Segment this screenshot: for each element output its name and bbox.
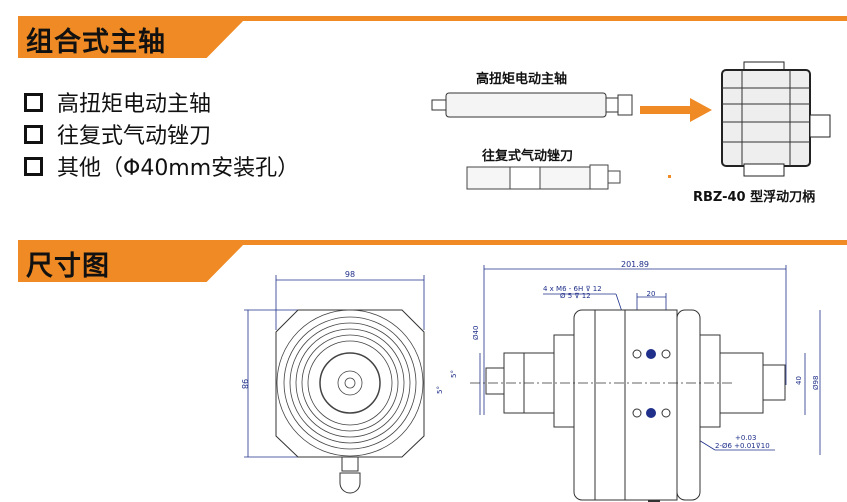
- arrow-right-icon: [640, 98, 712, 122]
- width-dimension: 98: [345, 270, 355, 279]
- feature-list: 高扭矩电动主轴 往复式气动锉刀 其他（Φ40mm安装孔）: [24, 86, 299, 182]
- diameter-98-dimension: Ø98: [812, 376, 820, 390]
- air-file-image: [466, 164, 621, 190]
- spacing-dimension: 20: [647, 290, 656, 298]
- pin-callout: 2-Ø6 +0.01⊽10: [715, 442, 770, 450]
- height-dimension: 98: [240, 379, 249, 389]
- angle-dimension: 5°: [450, 370, 458, 378]
- pin-hole-marker: [646, 408, 656, 418]
- hole-callout: Ø 5 ⊽ 12: [560, 292, 591, 300]
- file-label: 往复式气动锉刀: [482, 149, 574, 164]
- list-item-text: 其他（Φ40mm安装孔）: [57, 156, 300, 181]
- header-rule: [18, 240, 847, 245]
- checkbox-square-icon: [24, 92, 43, 112]
- section-title: 尺寸图: [26, 251, 110, 282]
- checkbox-square-icon: [24, 156, 43, 176]
- side-view-drawing: 201.89 4 x M6 - 6H ⊽ 12 Ø 5 ⊽ 12 20 Ø40 …: [470, 260, 821, 502]
- list-item-text: 往复式气动锉刀: [57, 124, 212, 149]
- header-tab: [18, 240, 248, 282]
- header-rule: [18, 16, 847, 21]
- pin-hole-marker: [646, 349, 656, 359]
- thread-callout: 4 x M6 - 6H ⊽ 12: [543, 285, 602, 293]
- spindle-label: 高扭矩电动主轴: [476, 72, 568, 87]
- overall-length-dimension: 201.89: [621, 260, 649, 269]
- diameter-40-dimension: Ø40: [472, 326, 480, 340]
- list-item-text: 高扭矩电动主轴: [57, 92, 212, 117]
- list-item: 高扭矩电动主轴: [24, 86, 299, 118]
- tolerance-callout: +0.03: [735, 434, 756, 442]
- list-item: 往复式气动锉刀: [24, 118, 299, 150]
- height-40-dimension: 40: [795, 376, 803, 385]
- header-tab: [18, 16, 248, 58]
- section-header-dimensions: 尺寸图: [18, 240, 847, 282]
- accent-dot: [668, 175, 671, 178]
- front-view-drawing: 98 98 5° 5°: [240, 270, 458, 494]
- angle-dimension: 5°: [436, 386, 444, 394]
- section-header-combined-spindle: 组合式主轴: [18, 16, 847, 58]
- holder-label: RBZ-40 型浮动刀柄: [693, 190, 816, 205]
- section-title: 组合式主轴: [26, 27, 166, 58]
- spindle-image: [431, 92, 633, 118]
- checkbox-square-icon: [24, 124, 43, 144]
- floating-holder-image: [721, 61, 831, 177]
- list-item: 其他（Φ40mm安装孔）: [24, 150, 299, 182]
